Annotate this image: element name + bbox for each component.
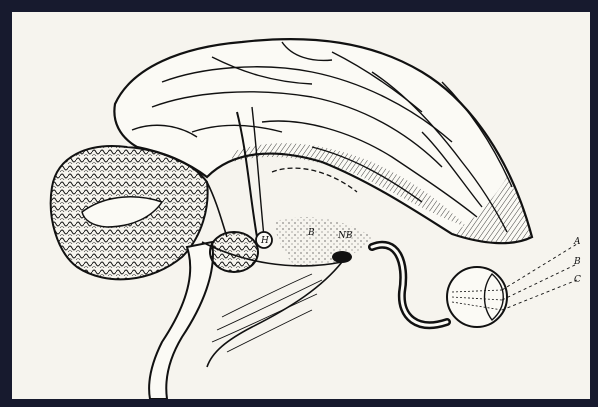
label-pineal: H — [260, 236, 269, 246]
ventricle-outline — [207, 182, 227, 237]
label-region-nb: NB — [337, 231, 353, 241]
label-region-b: B — [307, 228, 315, 238]
ventricle-region — [274, 217, 372, 267]
light-rays — [502, 244, 577, 310]
eye — [447, 267, 507, 327]
label-ray-c: C — [574, 275, 581, 285]
brain-illustration: H B NB A B C — [12, 12, 590, 399]
brain-engraving: H B NB A B C — [12, 12, 590, 399]
pons — [210, 232, 258, 272]
label-ray-a: A — [573, 237, 581, 247]
label-ray-b: B — [573, 257, 581, 267]
optic-nerve — [372, 245, 447, 325]
dark-nucleus — [332, 251, 352, 263]
